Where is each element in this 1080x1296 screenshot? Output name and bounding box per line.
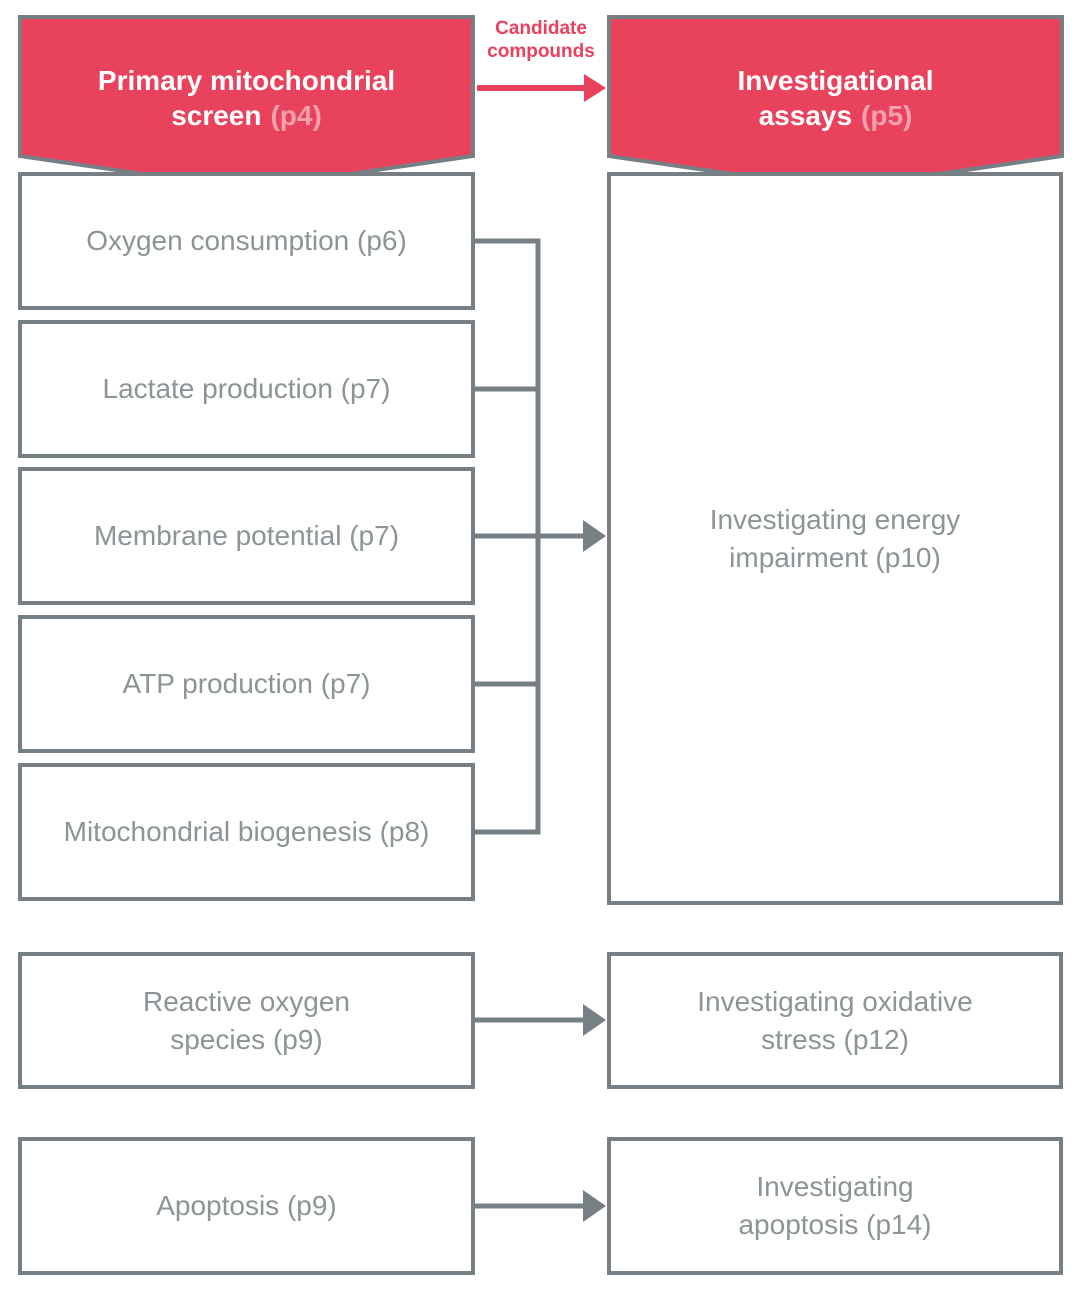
flow-node-label: Apoptosis (p9) [156, 1190, 337, 1221]
flow-node-investigating-energy-impairment: Investigating energy impairment (p10) [607, 172, 1063, 905]
flow-node-label: Membrane potential (p7) [93, 520, 400, 551]
flow-node-investigating-oxidative-stress: Investigating oxidative stress (p12) [607, 952, 1063, 1089]
flow-node-label: Investigating oxidative [697, 985, 973, 1017]
banner-title-line: Investigational [737, 64, 934, 96]
flow-node-mitochondrial-biogenesis: Mitochondrial biogenesis (p8) [18, 763, 475, 901]
page-reference: (p5) [861, 99, 913, 131]
banner-title-text: screen [171, 99, 262, 131]
arrow-label-line: compounds [487, 41, 595, 62]
flow-node-reactive-oxygen-species: Reactive oxygen species (p9) [18, 952, 475, 1089]
flow-node-label: Reactive oxygen [142, 985, 350, 1017]
connector-arrow-oxidative-head [583, 1004, 606, 1036]
flow-node-label: apoptosis (p14) [738, 1209, 932, 1240]
flow-node-label: Lactate production (p7) [102, 373, 391, 404]
flow-node-investigating-apoptosis: Investigating apoptosis (p14) [607, 1137, 1063, 1275]
flow-node-membrane-potential: Membrane potential (p7) [18, 467, 475, 605]
banner-title-text: assays [758, 99, 853, 131]
flow-node-label: Oxygen consumption (p6) [86, 225, 407, 256]
connector-arrow-apoptosis-head [583, 1190, 606, 1222]
flow-node-label: Investigating energy [709, 503, 961, 535]
investigational-assays-banner: Investigational assays(p5) [607, 15, 1064, 180]
flow-node-label: species (p9) [170, 1023, 323, 1055]
page-reference: (p4) [270, 99, 322, 131]
candidate-compounds-label: Candidate compounds [472, 17, 610, 63]
flow-node-label: impairment (p10) [729, 541, 941, 573]
banner-title-line: assays(p5) [759, 98, 913, 133]
flow-node-label: ATP production (p7) [122, 668, 371, 699]
flow-node-lactate-production: Lactate production (p7) [18, 320, 475, 458]
flow-node-apoptosis: Apoptosis (p9) [18, 1137, 475, 1275]
flow-node-atp-production: ATP production (p7) [18, 615, 475, 753]
candidate-compounds-arrow-head [584, 74, 606, 102]
flow-node-label: Investigating [756, 1171, 914, 1202]
banner-title-line: screen(p4) [171, 98, 322, 133]
banner-title-line: Primary mitochondrial [97, 64, 396, 96]
arrow-label-line: Candidate [495, 18, 587, 39]
primary-screen-banner: Primary mitochondrial screen(p4) [18, 15, 475, 180]
connector-arrow-energy-head [583, 520, 606, 552]
flow-node-oxygen-consumption: Oxygen consumption (p6) [18, 172, 475, 310]
flow-node-label: stress (p12) [761, 1023, 909, 1055]
flow-node-label: Mitochondrial biogenesis (p8) [63, 816, 430, 847]
